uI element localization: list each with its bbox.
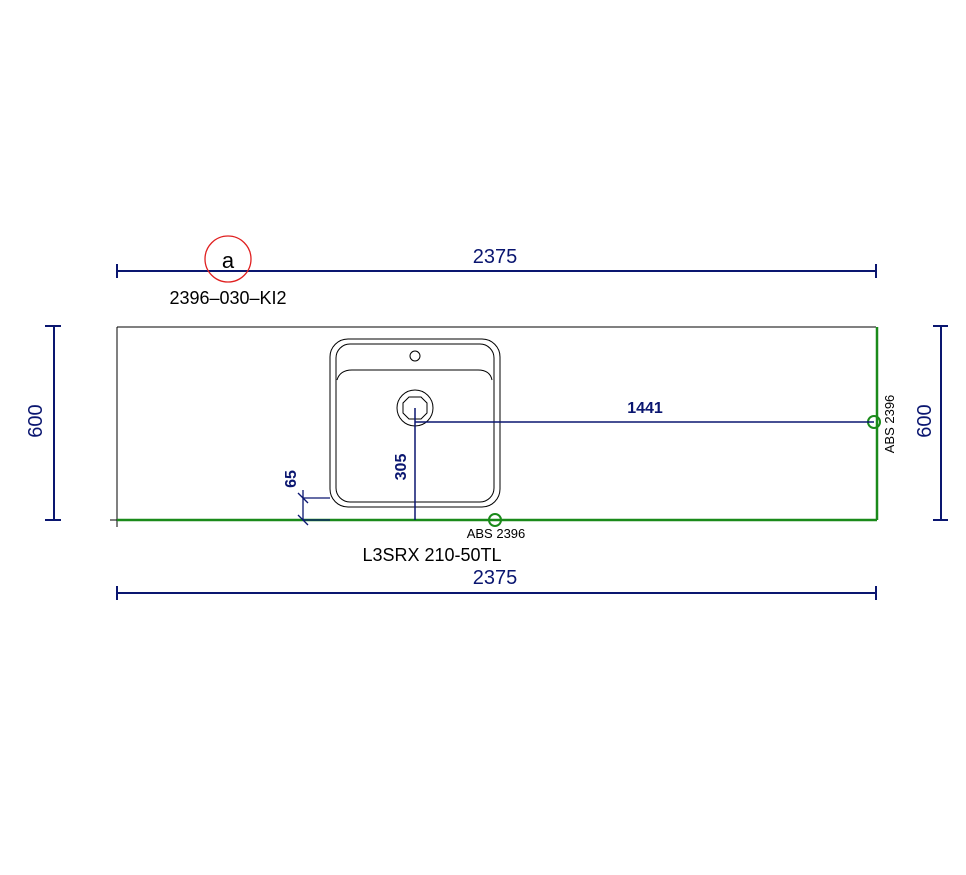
part-code-label: 2396–030–KI2 — [169, 288, 286, 308]
edge-band-bottom-label: ABS 2396 — [467, 526, 526, 541]
edge-band — [117, 327, 879, 522]
top-width-dimension — [116, 264, 877, 278]
top-width-label: 2375 — [473, 246, 518, 268]
right-height-dimension — [933, 325, 948, 521]
sink-offset-label: 1441 — [627, 400, 663, 417]
edge-band-right-label: ABS 2396 — [882, 395, 897, 454]
edge-offset-label: 65 — [283, 470, 300, 488]
tap-hole — [409, 350, 421, 362]
right-height-label: 600 — [914, 404, 936, 437]
drain-inner — [402, 396, 428, 420]
edge-band-marker-bottom — [488, 513, 502, 527]
bottom-width-dimension — [116, 586, 877, 600]
revision-bubble-label: a — [222, 248, 235, 273]
left-height-label: 600 — [25, 404, 47, 437]
edge-offset-dimension — [297, 490, 330, 526]
revision-bubble — [204, 235, 252, 283]
sink-depth-label: 305 — [393, 454, 410, 481]
left-height-dimension — [45, 325, 61, 521]
sink-model-label: L3SRX 210-50TL — [362, 545, 501, 565]
bottom-width-label: 2375 — [473, 567, 518, 589]
countertop-outline — [110, 326, 876, 527]
